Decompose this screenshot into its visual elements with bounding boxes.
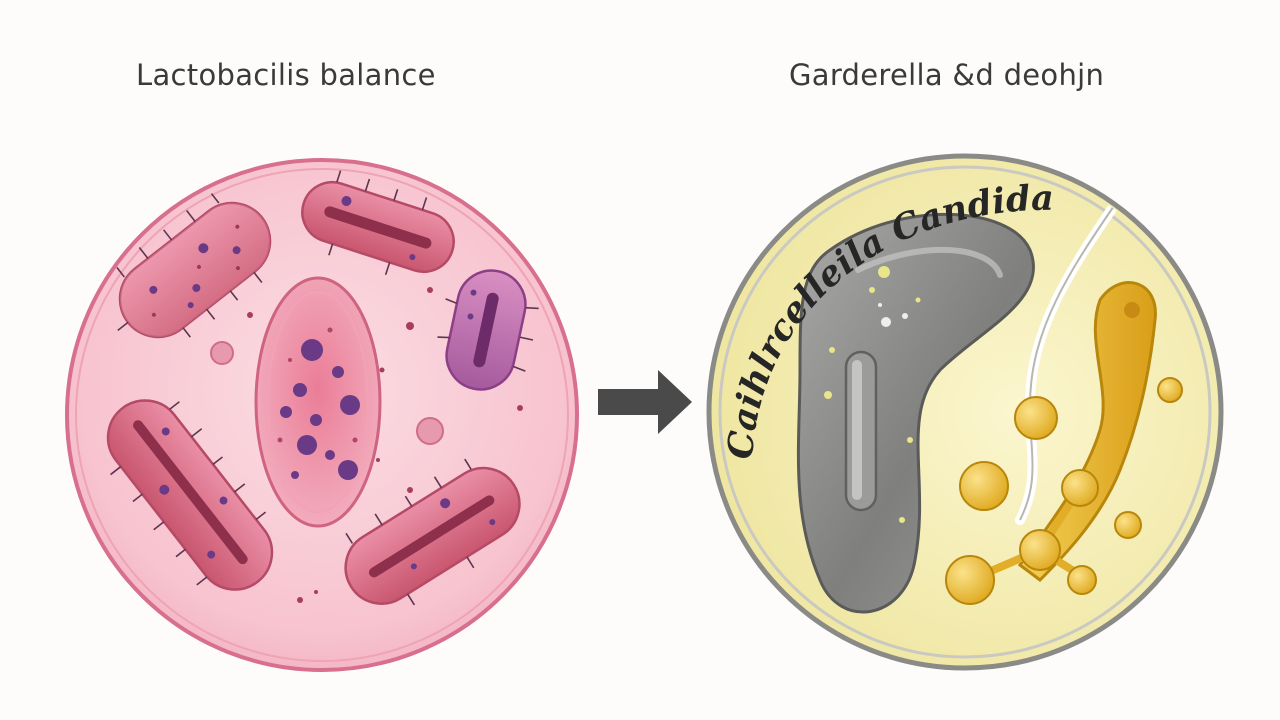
gardnerella-cell <box>796 212 1035 614</box>
lactobacillus-rod <box>344 458 521 606</box>
yeast-chain <box>945 396 1099 605</box>
left-panel-title: Lactobacilis balance <box>136 58 436 92</box>
right-panel-title: Garderella &d deohjn <box>789 58 1105 92</box>
lactobacillus-rod <box>437 269 539 391</box>
particles <box>210 287 523 603</box>
nucleus-dots <box>280 339 360 480</box>
lactobacillus-rod <box>116 193 272 339</box>
center-cell <box>254 276 382 528</box>
transition-arrow <box>598 370 692 434</box>
lactobacillus-rod <box>301 170 455 275</box>
candida-hypha <box>1017 281 1183 582</box>
lactobacillus-rod <box>106 399 274 591</box>
